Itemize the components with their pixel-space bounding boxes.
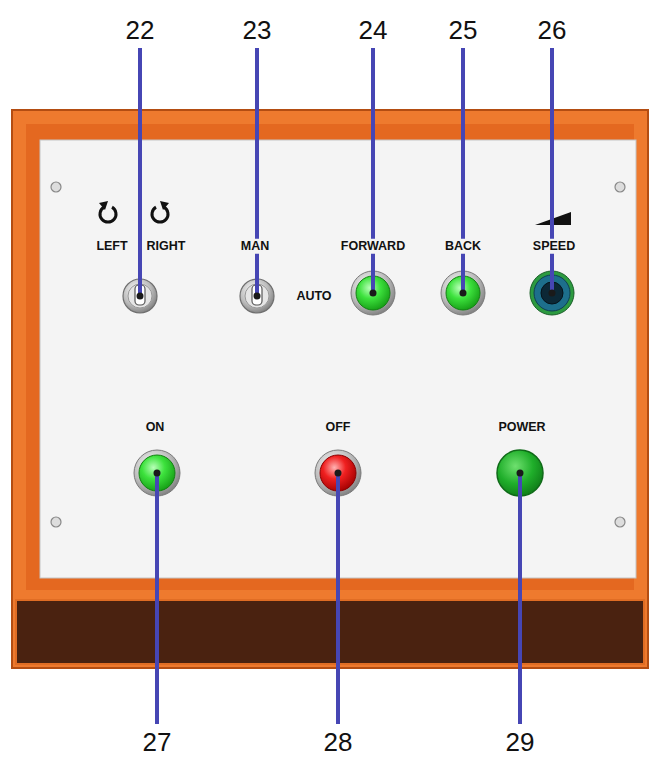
panel-label: RIGHT <box>145 239 188 254</box>
leader-lines <box>140 48 552 724</box>
panel-label: AUTO <box>294 289 333 304</box>
callout-number: 23 <box>241 17 274 43</box>
leader-line <box>138 48 142 296</box>
callout-number: 27 <box>141 729 174 755</box>
panel-label: FORWARD <box>339 239 407 254</box>
panel-label: OFF <box>324 420 353 435</box>
callout-number: 29 <box>504 729 537 755</box>
leader-line <box>461 48 465 293</box>
rotation-icons <box>99 201 169 222</box>
panel-label: BACK <box>443 239 483 254</box>
panel-label: ON <box>144 420 167 435</box>
callout-number: 24 <box>357 17 390 43</box>
panel-label: POWER <box>496 420 547 435</box>
leader-dots <box>137 290 556 477</box>
rotate-left-icon <box>100 207 116 222</box>
screw <box>615 182 625 192</box>
leader-line <box>371 48 375 293</box>
screws <box>51 182 625 527</box>
panel-label: SPEED <box>531 239 577 254</box>
callout-number: 25 <box>447 17 480 43</box>
leader-line <box>518 473 522 724</box>
base-band <box>16 600 644 664</box>
leader-line <box>155 473 159 724</box>
leader-line <box>550 48 554 293</box>
panel-label: LEFT <box>94 239 129 254</box>
arrowhead <box>99 201 108 210</box>
rotate-right-icon <box>152 207 168 222</box>
screw <box>51 182 61 192</box>
panel-label: MAN <box>239 239 271 254</box>
arrowhead <box>160 201 169 210</box>
leader-line <box>255 48 259 296</box>
screw <box>615 517 625 527</box>
callout-number: 26 <box>536 17 569 43</box>
screw <box>51 517 61 527</box>
callout-number: 22 <box>124 17 157 43</box>
leader-line <box>336 473 340 724</box>
callout-number: 28 <box>322 729 355 755</box>
